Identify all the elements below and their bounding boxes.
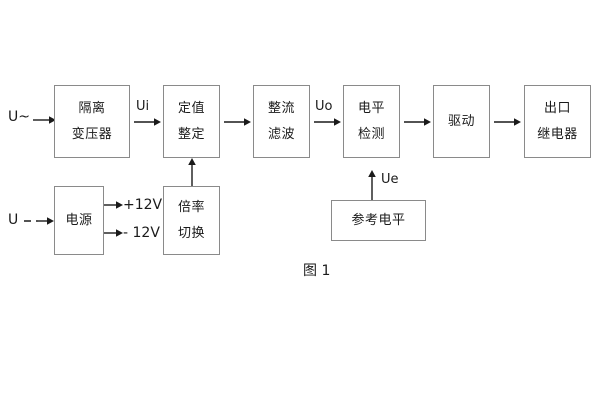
block-power-supply: 电源: [54, 186, 104, 255]
arrow-negative-rail: [104, 229, 123, 237]
block-output-relay: 出口 继电器: [524, 85, 591, 158]
arrow-rectify-filter-to-level-detection: [314, 118, 341, 126]
signal-label-uo: Uo: [315, 99, 333, 114]
dc-input-label: U: [8, 212, 19, 228]
arrow-setting-value-to-rectify-filter: [224, 118, 251, 126]
signal-label-ue: Ue: [381, 172, 399, 187]
block-output-relay-line1: 出口: [543, 100, 571, 116]
block-setting-value: 定值 整定: [163, 85, 220, 158]
block-range-switch-line2: 切换: [177, 225, 205, 241]
block-drive-line1: 驱动: [447, 113, 475, 129]
block-level-detection-line2: 检测: [357, 126, 385, 142]
block-range-switch-line1: 倍率: [177, 199, 205, 215]
arrow-level-detection-to-drive: [404, 118, 431, 126]
rail-label-negative: - 12V: [123, 225, 160, 241]
block-power-supply-line1: 电源: [65, 212, 93, 228]
block-level-detection: 电平 检测: [343, 85, 400, 158]
block-isolation-transformer-line2: 变压器: [71, 126, 113, 142]
arrow-dc-input-to-power-supply: [24, 217, 54, 225]
ac-input-label: U~: [8, 109, 30, 125]
arrow-isolation-transformer-to-setting-value: [134, 118, 161, 126]
block-setting-value-line1: 定值: [177, 100, 205, 116]
block-rectify-filter-line1: 整流: [267, 100, 295, 116]
arrow-range-switch-to-setting-value: [188, 158, 196, 186]
block-drive: 驱动: [433, 85, 490, 158]
block-output-relay-line2: 继电器: [537, 126, 578, 142]
rail-label-positive: +12V: [123, 197, 163, 213]
signal-label-ui: Ui: [136, 99, 150, 114]
block-level-detection-line1: 电平: [357, 100, 385, 116]
block-reference-level-line1: 参考电平: [351, 212, 406, 228]
arrow-drive-to-output-relay: [494, 118, 521, 126]
block-rectify-filter-line2: 滤波: [267, 126, 295, 142]
block-setting-value-line2: 整定: [177, 126, 205, 142]
block-reference-level: 参考电平: [331, 200, 426, 241]
arrow-reference-level-to-level-detection: [368, 170, 376, 200]
block-range-switch: 倍率 切换: [163, 186, 220, 255]
block-isolation-transformer-line1: 隔离: [78, 100, 106, 116]
arrow-positive-rail: [104, 201, 123, 209]
block-rectify-filter: 整流 滤波: [253, 85, 310, 158]
figure-caption: 图 1: [303, 263, 331, 279]
block-isolation-transformer: 隔离 变压器: [54, 85, 130, 158]
